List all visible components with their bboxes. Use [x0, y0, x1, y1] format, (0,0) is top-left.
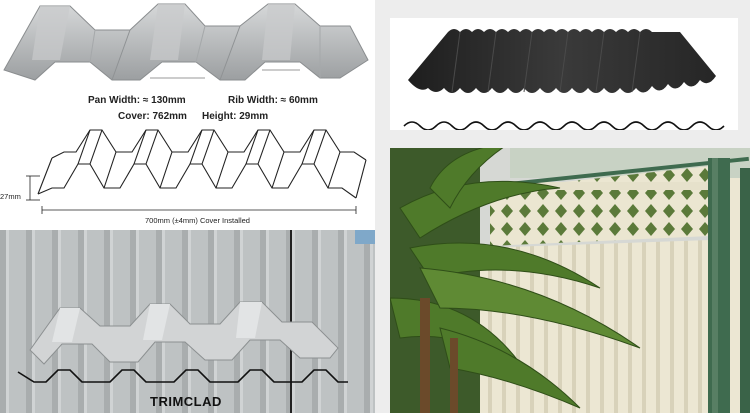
- pan-width-label: Pan Width: ≈ 130mm: [88, 95, 186, 106]
- dimension-specs: Pan Width: ≈ 130mm Rib Width: ≈ 60mm Cov…: [0, 82, 375, 126]
- height-label: Height: 29mm: [202, 111, 269, 122]
- trapezoidal-sheet-image: [0, 0, 375, 98]
- fence-palm-photo: [390, 148, 750, 413]
- corrugated-sheet-image: [390, 18, 738, 130]
- cover-installed-label: 700mm (±4mm) Cover Installed: [145, 216, 250, 225]
- rib-width-label: Rib Width: ≈ 60mm: [228, 95, 318, 106]
- profile-line-drawing: 27mm 700mm (±4mm) Cover Installed: [0, 126, 375, 230]
- trimclad-label: TRIMCLAD: [150, 394, 222, 409]
- trimclad-wall-photo: TRIMCLAD: [0, 230, 375, 413]
- cover-label: Cover: 762mm: [118, 111, 187, 122]
- height-dimension-label: 27mm: [0, 192, 21, 201]
